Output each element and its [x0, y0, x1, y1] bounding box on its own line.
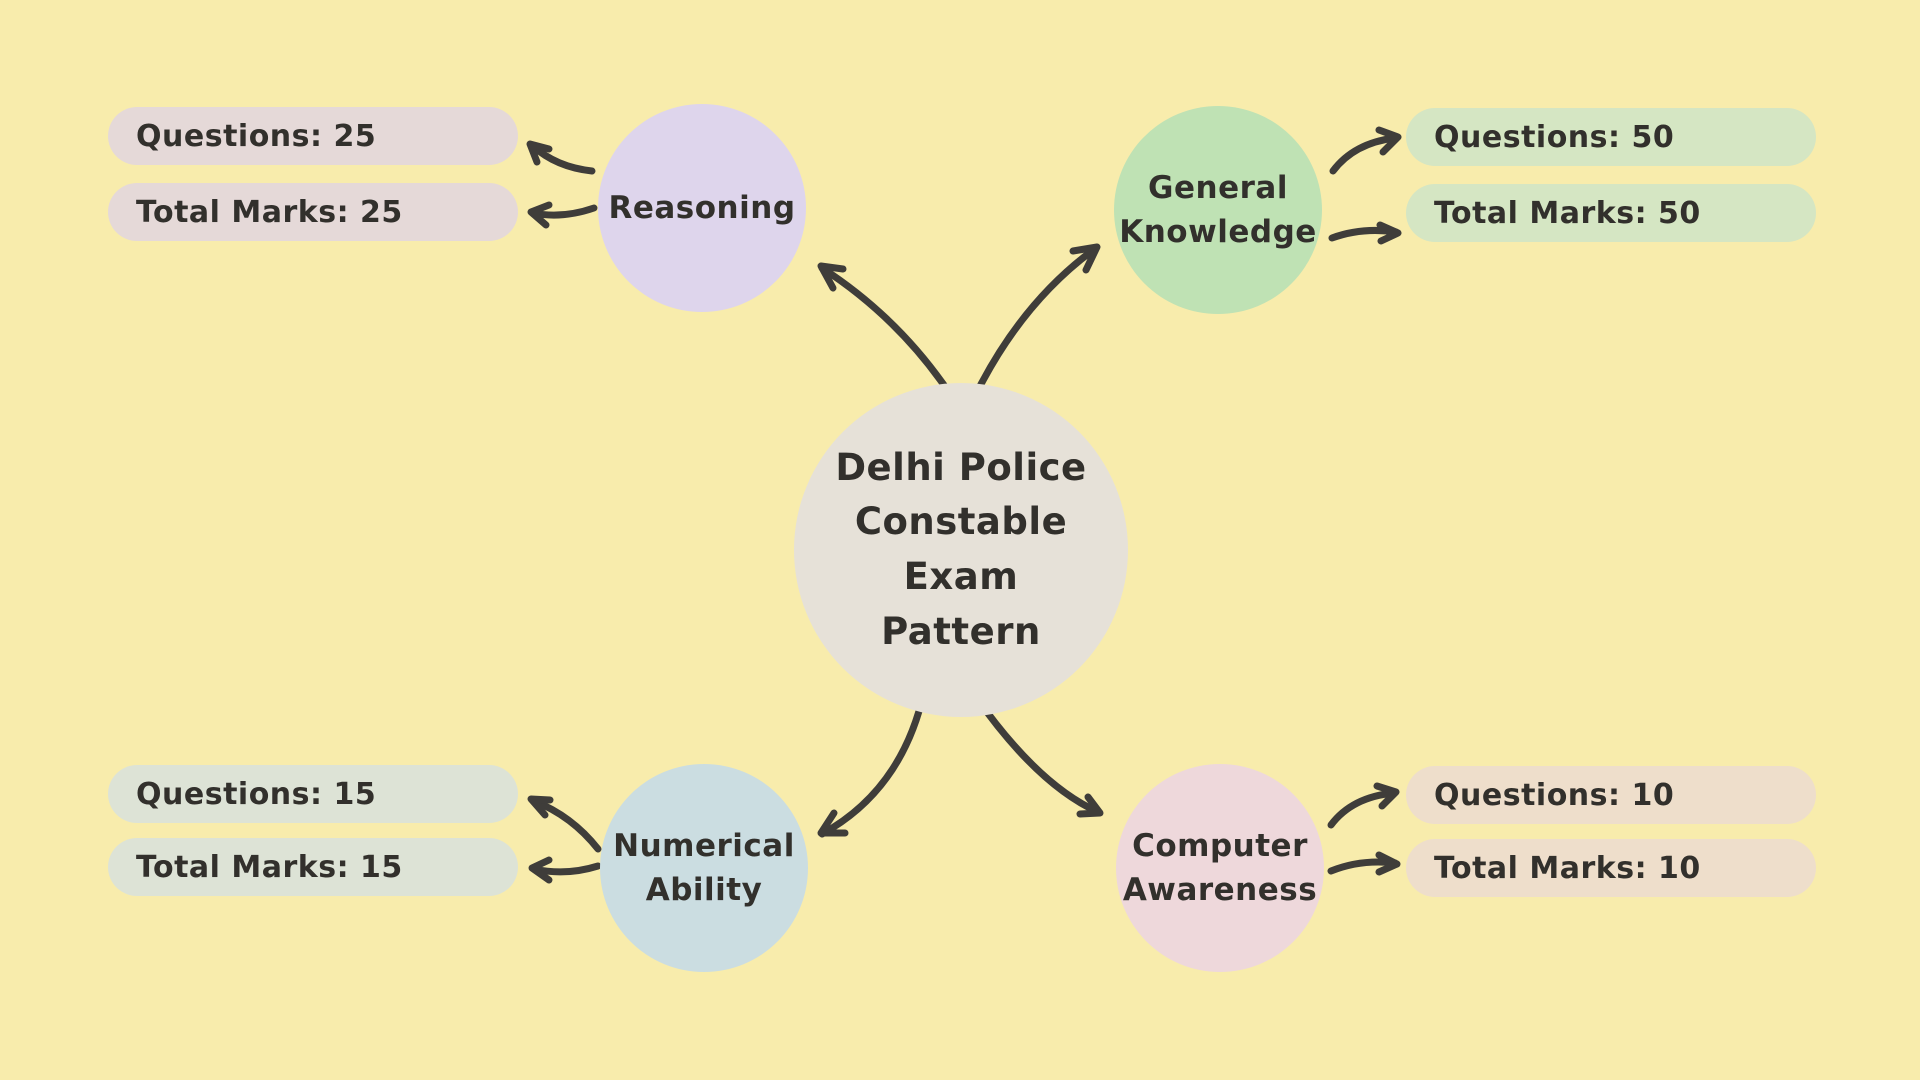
- branch-circle-reasoning: Reasoning: [598, 104, 806, 312]
- arrowhead-reasoning-to-total-marks: [527, 201, 553, 229]
- pill-general-knowledge-total-marks: Total Marks: 50: [1406, 184, 1816, 242]
- arrow-center-to-computer-awareness: [972, 693, 1102, 816]
- pill-general-knowledge-questions-text: Questions: 50: [1434, 119, 1675, 155]
- branch-label-general-knowledge: General Knowledge: [1119, 169, 1317, 250]
- pill-reasoning-total-marks-text: Total Marks: 25: [136, 194, 403, 230]
- arrowhead-numerical-ability-to-total-marks: [528, 856, 553, 884]
- branch-circle-general-knowledge: General Knowledge: [1114, 106, 1322, 314]
- arrow-center-to-numerical-ability: [818, 688, 928, 838]
- arrowhead-general-knowledge-to-total-marks: [1376, 221, 1402, 245]
- arrowhead-center-to-computer-awareness: [1076, 793, 1104, 818]
- arrowhead-center-to-reasoning: [817, 262, 847, 292]
- arrow-reasoning-to-questions: [529, 142, 596, 175]
- arrowhead-computer-awareness-to-questions: [1373, 782, 1400, 810]
- pill-computer-awareness-questions-text: Questions: 10: [1434, 777, 1675, 813]
- pill-general-knowledge-questions: Questions: 50: [1406, 108, 1816, 166]
- arrow-computer-awareness-to-questions: [1327, 789, 1398, 829]
- pill-general-knowledge-total-marks-text: Total Marks: 50: [1434, 195, 1701, 231]
- pill-numerical-ability-total-marks: Total Marks: 15: [108, 838, 518, 896]
- arrowhead-reasoning-to-questions: [526, 140, 553, 166]
- arrowhead-computer-awareness-to-total-marks: [1375, 851, 1401, 876]
- pill-numerical-ability-questions: Questions: 15: [108, 765, 518, 823]
- pill-numerical-ability-questions-text: Questions: 15: [136, 776, 377, 812]
- branch-label-reasoning: Reasoning: [608, 189, 796, 226]
- branch-circle-numerical-ability: Numerical Ability: [600, 764, 808, 972]
- arrowhead-center-to-general-knowledge: [1069, 243, 1101, 274]
- arrow-center-to-general-knowledge: [974, 244, 1100, 394]
- pill-numerical-ability-total-marks-text: Total Marks: 15: [136, 849, 403, 885]
- pill-computer-awareness-questions: Questions: 10: [1406, 766, 1816, 824]
- branch-label-computer-awareness: Computer Awareness: [1122, 827, 1318, 908]
- center-node-title: Delhi Police Constable Exam Pattern: [835, 445, 1087, 653]
- pill-computer-awareness-total-marks: Total Marks: 10: [1406, 839, 1816, 897]
- branch-label-numerical-ability: Numerical Ability: [613, 827, 795, 908]
- center-node: Delhi Police Constable Exam Pattern: [794, 383, 1128, 717]
- pill-computer-awareness-total-marks-text: Total Marks: 10: [1434, 850, 1701, 886]
- branch-circle-computer-awareness: Computer Awareness: [1116, 764, 1324, 972]
- arrowhead-general-knowledge-to-questions: [1375, 126, 1402, 156]
- arrow-center-to-reasoning: [818, 264, 950, 392]
- pill-reasoning-questions: Questions: 25: [108, 107, 518, 165]
- pill-reasoning-questions-text: Questions: 25: [136, 118, 377, 154]
- arrow-numerical-ability-to-total-marks: [530, 862, 602, 876]
- arrowhead-numerical-ability-to-questions: [527, 795, 554, 819]
- arrow-general-knowledge-to-questions: [1329, 134, 1399, 175]
- arrow-numerical-ability-to-questions: [530, 797, 602, 853]
- pill-reasoning-total-marks: Total Marks: 25: [108, 183, 518, 241]
- arrows-group: [526, 126, 1402, 884]
- arrowhead-center-to-numerical-ability: [817, 809, 849, 837]
